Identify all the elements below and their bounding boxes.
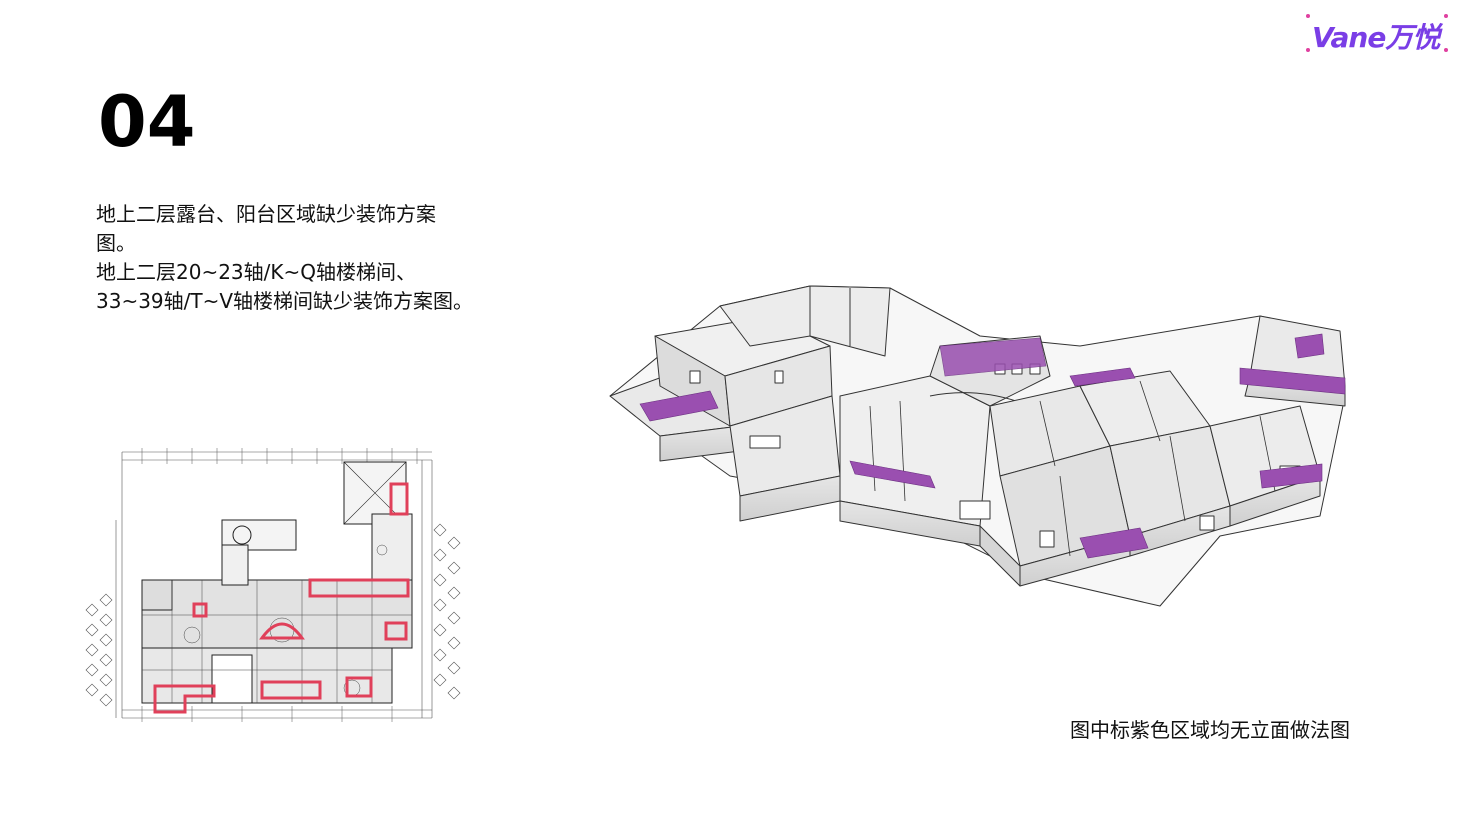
description-line: 33~39轴/T~V轴楼梯间缺少装饰方案图。 [96,289,474,313]
figure-caption: 图中标紫色区域均无立面做法图 [1070,718,1350,742]
isometric-model-drawing [609,285,1346,607]
description-line: 地上二层20~23轴/K~Q轴楼梯间、 [96,260,417,284]
page-number: 04 [98,81,196,163]
iso-highlight-group [639,333,1346,559]
brand-logo: Vane万悦 [1304,12,1450,54]
floor-plan-drawing [85,448,461,722]
description-line: 图。 [96,231,136,255]
description-line: 地上二层露台、阳台区域缺少装饰方案 [96,202,436,226]
plan-highlight-group [153,482,410,714]
brand-logo-text: Vane万悦 [1312,21,1440,54]
description-text: 地上二层露台、阳台区域缺少装饰方案 图。 地上二层20~23轴/K~Q轴楼梯间、… [96,200,516,316]
